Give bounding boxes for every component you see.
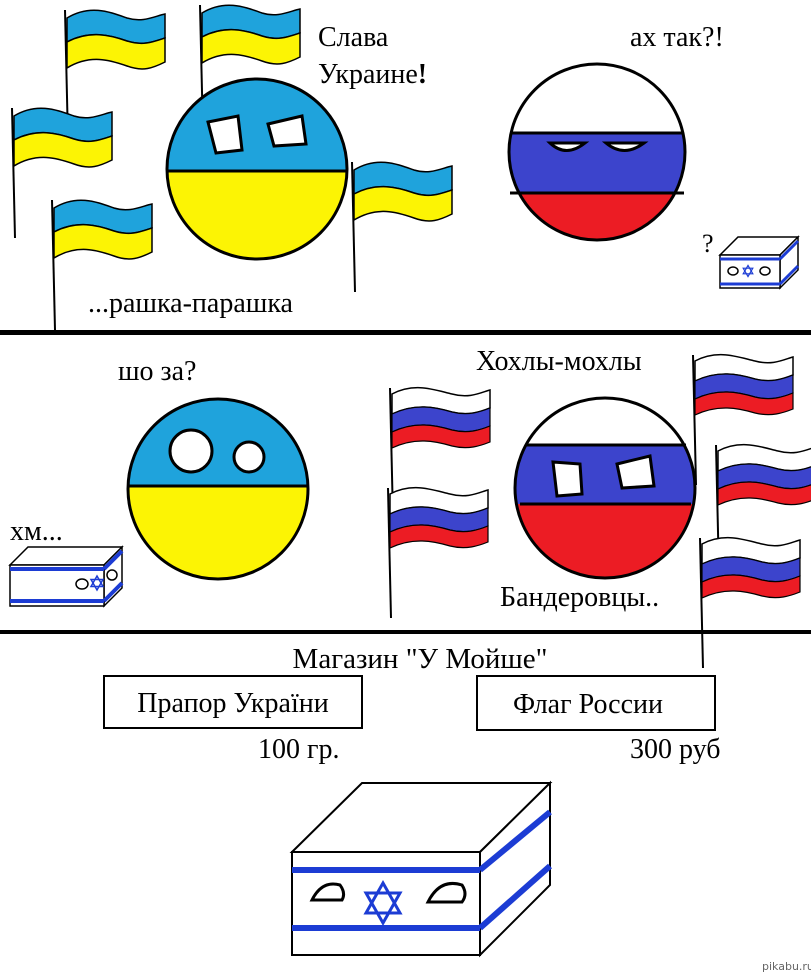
sly-eye-icon [425, 881, 467, 904]
product-ru-label: Флаг России [513, 689, 663, 720]
panel-3: Магазин "У Мойше" Прапор України 100 гр.… [103, 643, 811, 973]
angry-eye-icon [615, 454, 656, 490]
ukraine-speech-line1: Слава [318, 22, 389, 53]
russia-ball [513, 396, 697, 580]
panel-2: шо за? хм... [8, 346, 811, 669]
round-eye-icon [232, 440, 266, 474]
squint-eye-icon [601, 141, 649, 152]
russia-flag-icon [699, 536, 801, 669]
ukraine-ball [126, 397, 310, 581]
box-speech-text: хм... [10, 516, 63, 547]
angry-eye-icon [266, 114, 308, 148]
ukraine-ball [165, 77, 349, 261]
product-ua-price: 100 гр. [258, 734, 339, 765]
russia-speech-top: Хохлы-мохлы [476, 346, 642, 377]
angry-eye-icon [206, 114, 244, 155]
russia-flag-icon [387, 486, 489, 619]
squint-eye-icon [546, 141, 590, 152]
product-ru-price: 300 руб [630, 734, 721, 765]
israel-box-medium [8, 545, 124, 608]
product-ua-label: Прапор України [137, 688, 328, 719]
shop-title: Магазин "У Мойше" [293, 643, 548, 675]
ukraine-mutter-text: ...рашка-парашка [88, 288, 294, 319]
product-ua-sign: Прапор України [103, 675, 363, 729]
panel-divider [0, 330, 811, 335]
israel-box-small [718, 235, 800, 290]
sly-eye-icon [309, 882, 346, 902]
russia-speech-bottom: Бандеровцы.. [500, 582, 659, 613]
ukraine-speech-text: шо за? [118, 356, 196, 387]
ukraine-speech-line2: Украине! [318, 59, 427, 90]
round-eye-icon [168, 428, 214, 474]
ukraine-flag-icon [351, 161, 453, 293]
watermark: pikabu.ru [762, 960, 811, 973]
panel-divider [0, 630, 811, 634]
panel-1: Слава Украине! ...рашка-парашка ах так?! [11, 4, 800, 331]
box-question-mark: ? [702, 229, 714, 258]
russia-speech-text: ах так?! [630, 22, 724, 53]
product-ru-sign: Флаг России [476, 675, 716, 731]
star-of-david-icon [363, 879, 403, 927]
russia-ball [507, 62, 687, 242]
angry-eye-icon [551, 460, 584, 498]
israel-box-large [289, 780, 553, 958]
